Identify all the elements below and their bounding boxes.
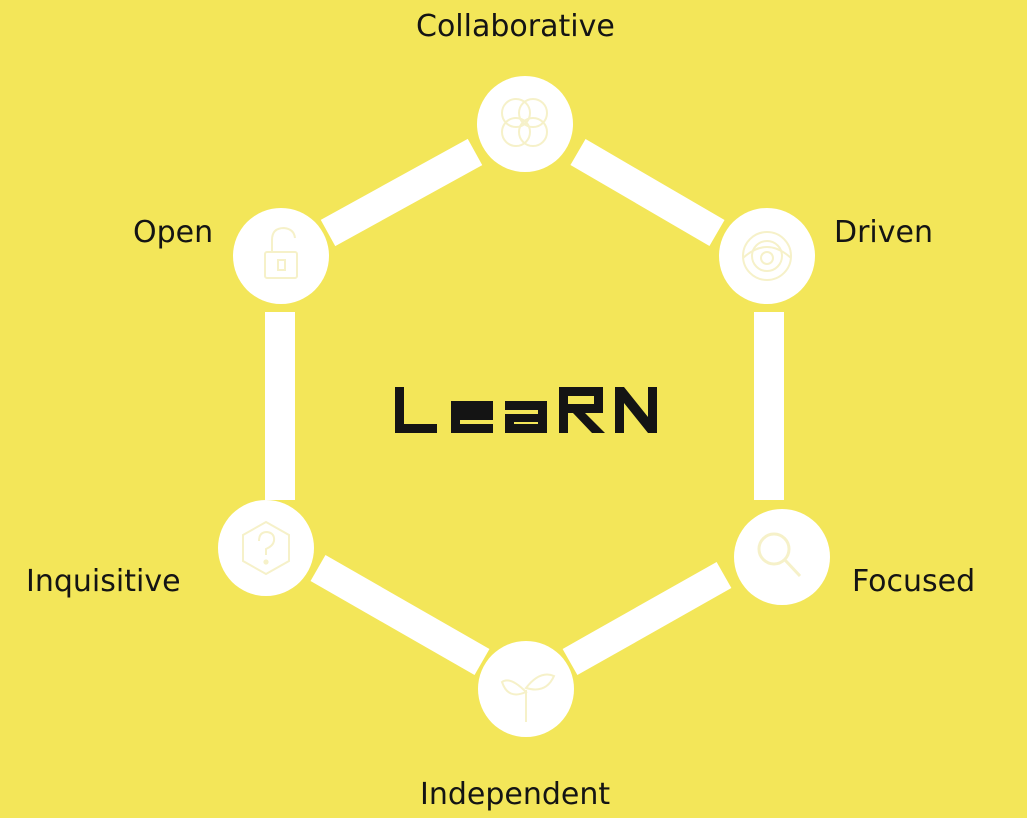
question-hexagon-icon [242, 520, 290, 576]
connectors [265, 138, 784, 676]
label-open: Open [133, 215, 214, 250]
node-open [233, 208, 329, 304]
connector-open-collaborative [320, 138, 483, 247]
connector-independent-inquisitive [310, 554, 490, 676]
sprout-icon [500, 673, 556, 722]
node-driven [719, 208, 815, 304]
overlapping-circles-icon [501, 98, 548, 147]
label-inquisitive: Inquisitive [26, 564, 181, 599]
magnifier-icon [757, 532, 802, 578]
label-driven: Driven [834, 215, 933, 250]
node-inquisitive [218, 500, 314, 596]
label-focused: Focused [852, 564, 976, 599]
connector-collaborative-driven [570, 139, 725, 246]
node-collaborative [477, 76, 573, 172]
learn-wordmark [395, 387, 657, 433]
unlocked-padlock-icon [264, 226, 298, 279]
node-focused [734, 509, 830, 605]
label-collaborative: Collaborative [416, 9, 615, 44]
eye-target-icon [742, 231, 792, 281]
node-independent [478, 641, 574, 737]
label-independent: Independent [420, 777, 611, 812]
connector-focused-independent [562, 561, 732, 676]
